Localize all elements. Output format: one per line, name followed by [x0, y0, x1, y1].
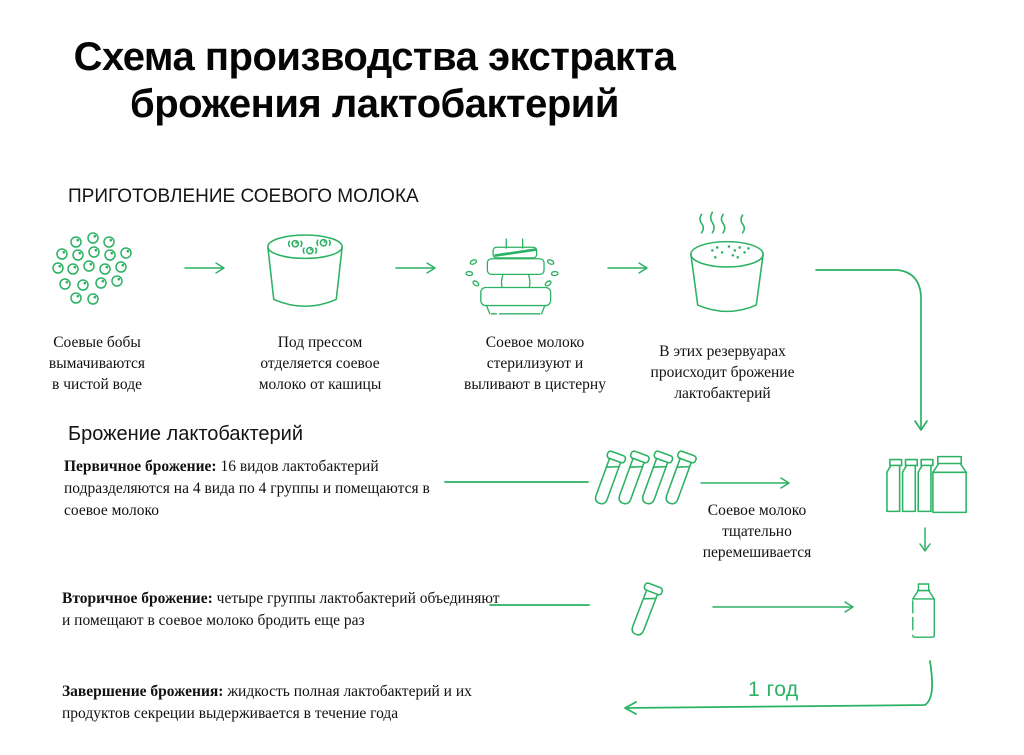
year-label: 1 год	[748, 678, 799, 701]
primary-fermentation-label: Первичное брожение:	[64, 458, 217, 475]
soybeans-icon	[52, 232, 132, 305]
preparation-section-header: ПРИГОТОВЛЕНИЕ СОЕВОГО МОЛОКА	[68, 186, 419, 207]
year-arrow-icon	[624, 660, 934, 715]
arrow-right-icon	[395, 262, 436, 274]
tank-to-cartons-arrow-icon	[815, 269, 928, 431]
completion-fermentation-body: жидкость полная лактобактерий и их проду…	[62, 683, 472, 722]
secondary-fermentation-label: Вторичное брожение:	[62, 590, 213, 607]
soaking-tub-icon	[267, 234, 343, 307]
step-caption: Соевые бобы вымачиваются в чистой воде	[48, 334, 146, 393]
connector-line-icon	[489, 604, 590, 606]
arrow-right-icon	[712, 601, 854, 613]
mixing-note: Соевое молоко тщательно перемешивается	[702, 502, 812, 561]
milk-cartons-icon	[886, 455, 967, 514]
fermentation-tank-icon	[690, 211, 764, 313]
connector-line-icon	[444, 481, 589, 483]
arrow-down-icon	[919, 527, 931, 552]
primary-fermentation-text: Первичное брожение: 16 видов лактобактер…	[64, 456, 466, 522]
press-machine-icon	[465, 238, 559, 315]
secondary-fermentation-body: четыре группы лактобактерий объединяют и…	[62, 590, 500, 629]
primary-fermentation-body: 16 видов лактобактерий подразделяются на…	[64, 458, 430, 519]
completion-fermentation-label: Завершение брожения:	[62, 683, 224, 700]
arrow-right-icon	[700, 477, 790, 489]
arrow-right-icon	[184, 262, 225, 274]
arrow-right-icon	[607, 262, 648, 274]
step-caption: В этих резервуарах происходит брожение л…	[650, 343, 795, 402]
page-title: Схема производства экстракта брожения ла…	[73, 35, 676, 126]
fermentation-section-header: Брожение лактобактерий	[68, 423, 303, 445]
step-caption: Под прессом отделяется соевое молоко от …	[258, 334, 382, 393]
secondary-fermentation-text: Вторичное брожение: четыре группы лактоб…	[62, 588, 507, 632]
single-test-tube-icon	[631, 582, 664, 636]
step-caption: Соевое молоко стерилизуют и выливают в ц…	[464, 334, 606, 393]
completion-fermentation-text: Завершение брожения: жидкость полная лак…	[62, 681, 524, 725]
bottle-icon	[912, 583, 935, 638]
